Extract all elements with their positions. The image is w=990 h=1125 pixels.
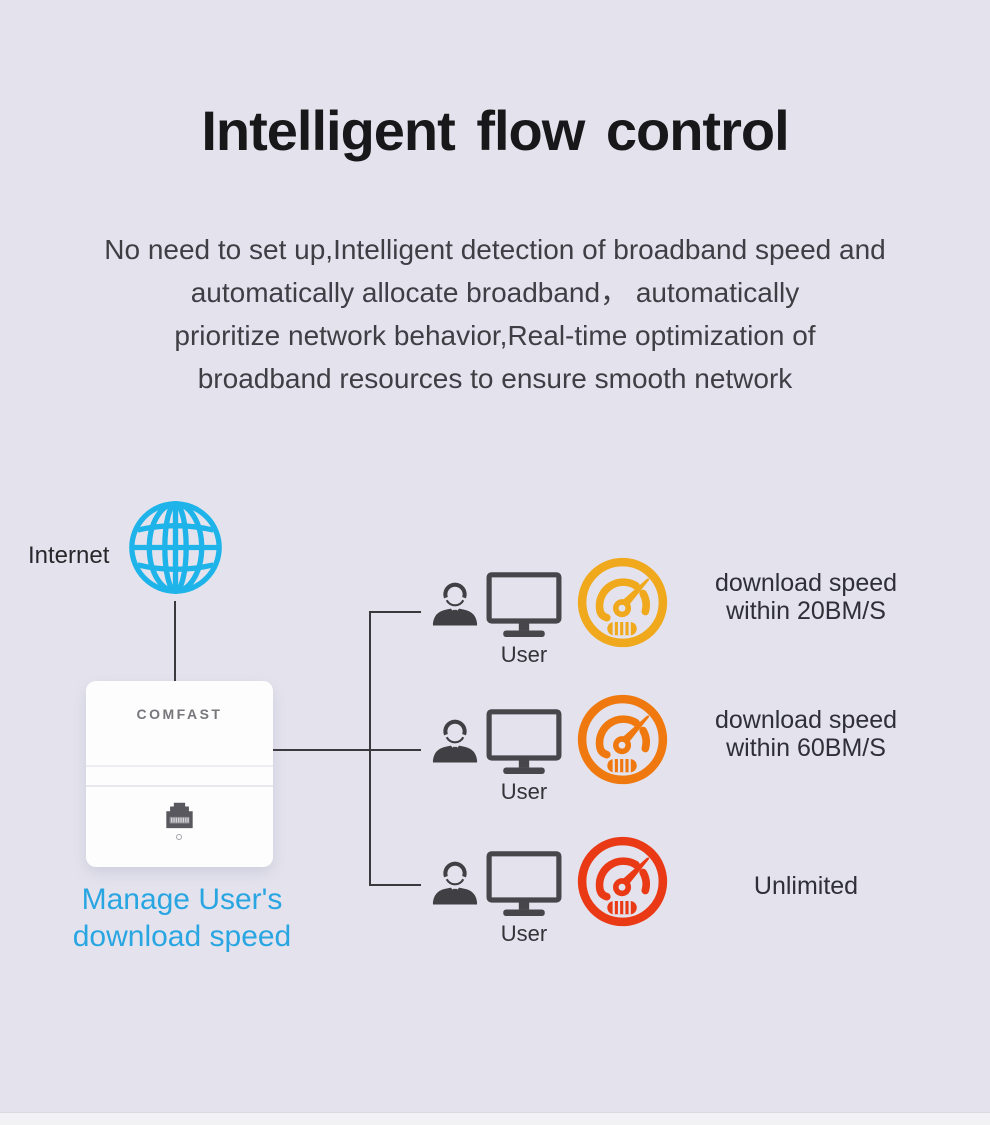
user-person-icon [428,716,482,772]
speedometer-icon [575,555,670,650]
page-description: No need to set up,Intelligent detection … [35,228,955,400]
monitor-icon [486,851,562,917]
ethernet-port-icon [160,799,199,831]
monitor-icon [486,709,562,775]
device-caption: Manage User's download speed [27,881,337,955]
user-label: User [500,779,548,804]
device-groove [86,765,273,787]
bottom-strip [0,1112,990,1125]
user-label: User [500,921,548,946]
description-line: No need to set up,Intelligent detection … [104,234,886,265]
description-line: prioritize network behavior,Real-time op… [174,320,816,351]
line-device-to-trunk [273,749,421,751]
speedometer-icon [575,692,670,787]
line-branch-row3 [369,884,421,886]
speed-limit-label: Unlimited [753,872,859,900]
user-person-icon [428,579,482,635]
line-globe-to-device [174,601,176,682]
globe-icon [127,499,224,596]
page-title: Intelligent flow control [201,99,789,162]
description-line: broadband resources to ensure smooth net… [197,363,793,394]
speed-limit-label: download speed within 20BM/S [714,569,898,625]
user-row-1: User download speed within 20BM/S [0,553,990,678]
speedometer-icon [575,834,670,929]
device-caption-line: Manage User's [81,883,283,916]
user-person-icon [428,858,482,914]
user-row-3: User Unlimited [0,832,990,957]
comfast-access-point: COMFAST [86,681,273,867]
speed-limit-label: download speed within 60BM/S [714,706,898,762]
line-trunk-vertical [369,611,371,886]
internet-label: Internet [28,542,110,569]
device-reset-dot [176,834,182,840]
device-brand-logo: COMFAST [136,706,223,722]
user-row-2: User download speed within 60BM/S [0,690,990,815]
user-label: User [500,642,548,667]
description-line: automatically allocate broadband， automa… [190,277,800,308]
device-caption-line: download speed [72,920,292,953]
line-branch-row1 [369,611,421,613]
monitor-icon [486,572,562,638]
